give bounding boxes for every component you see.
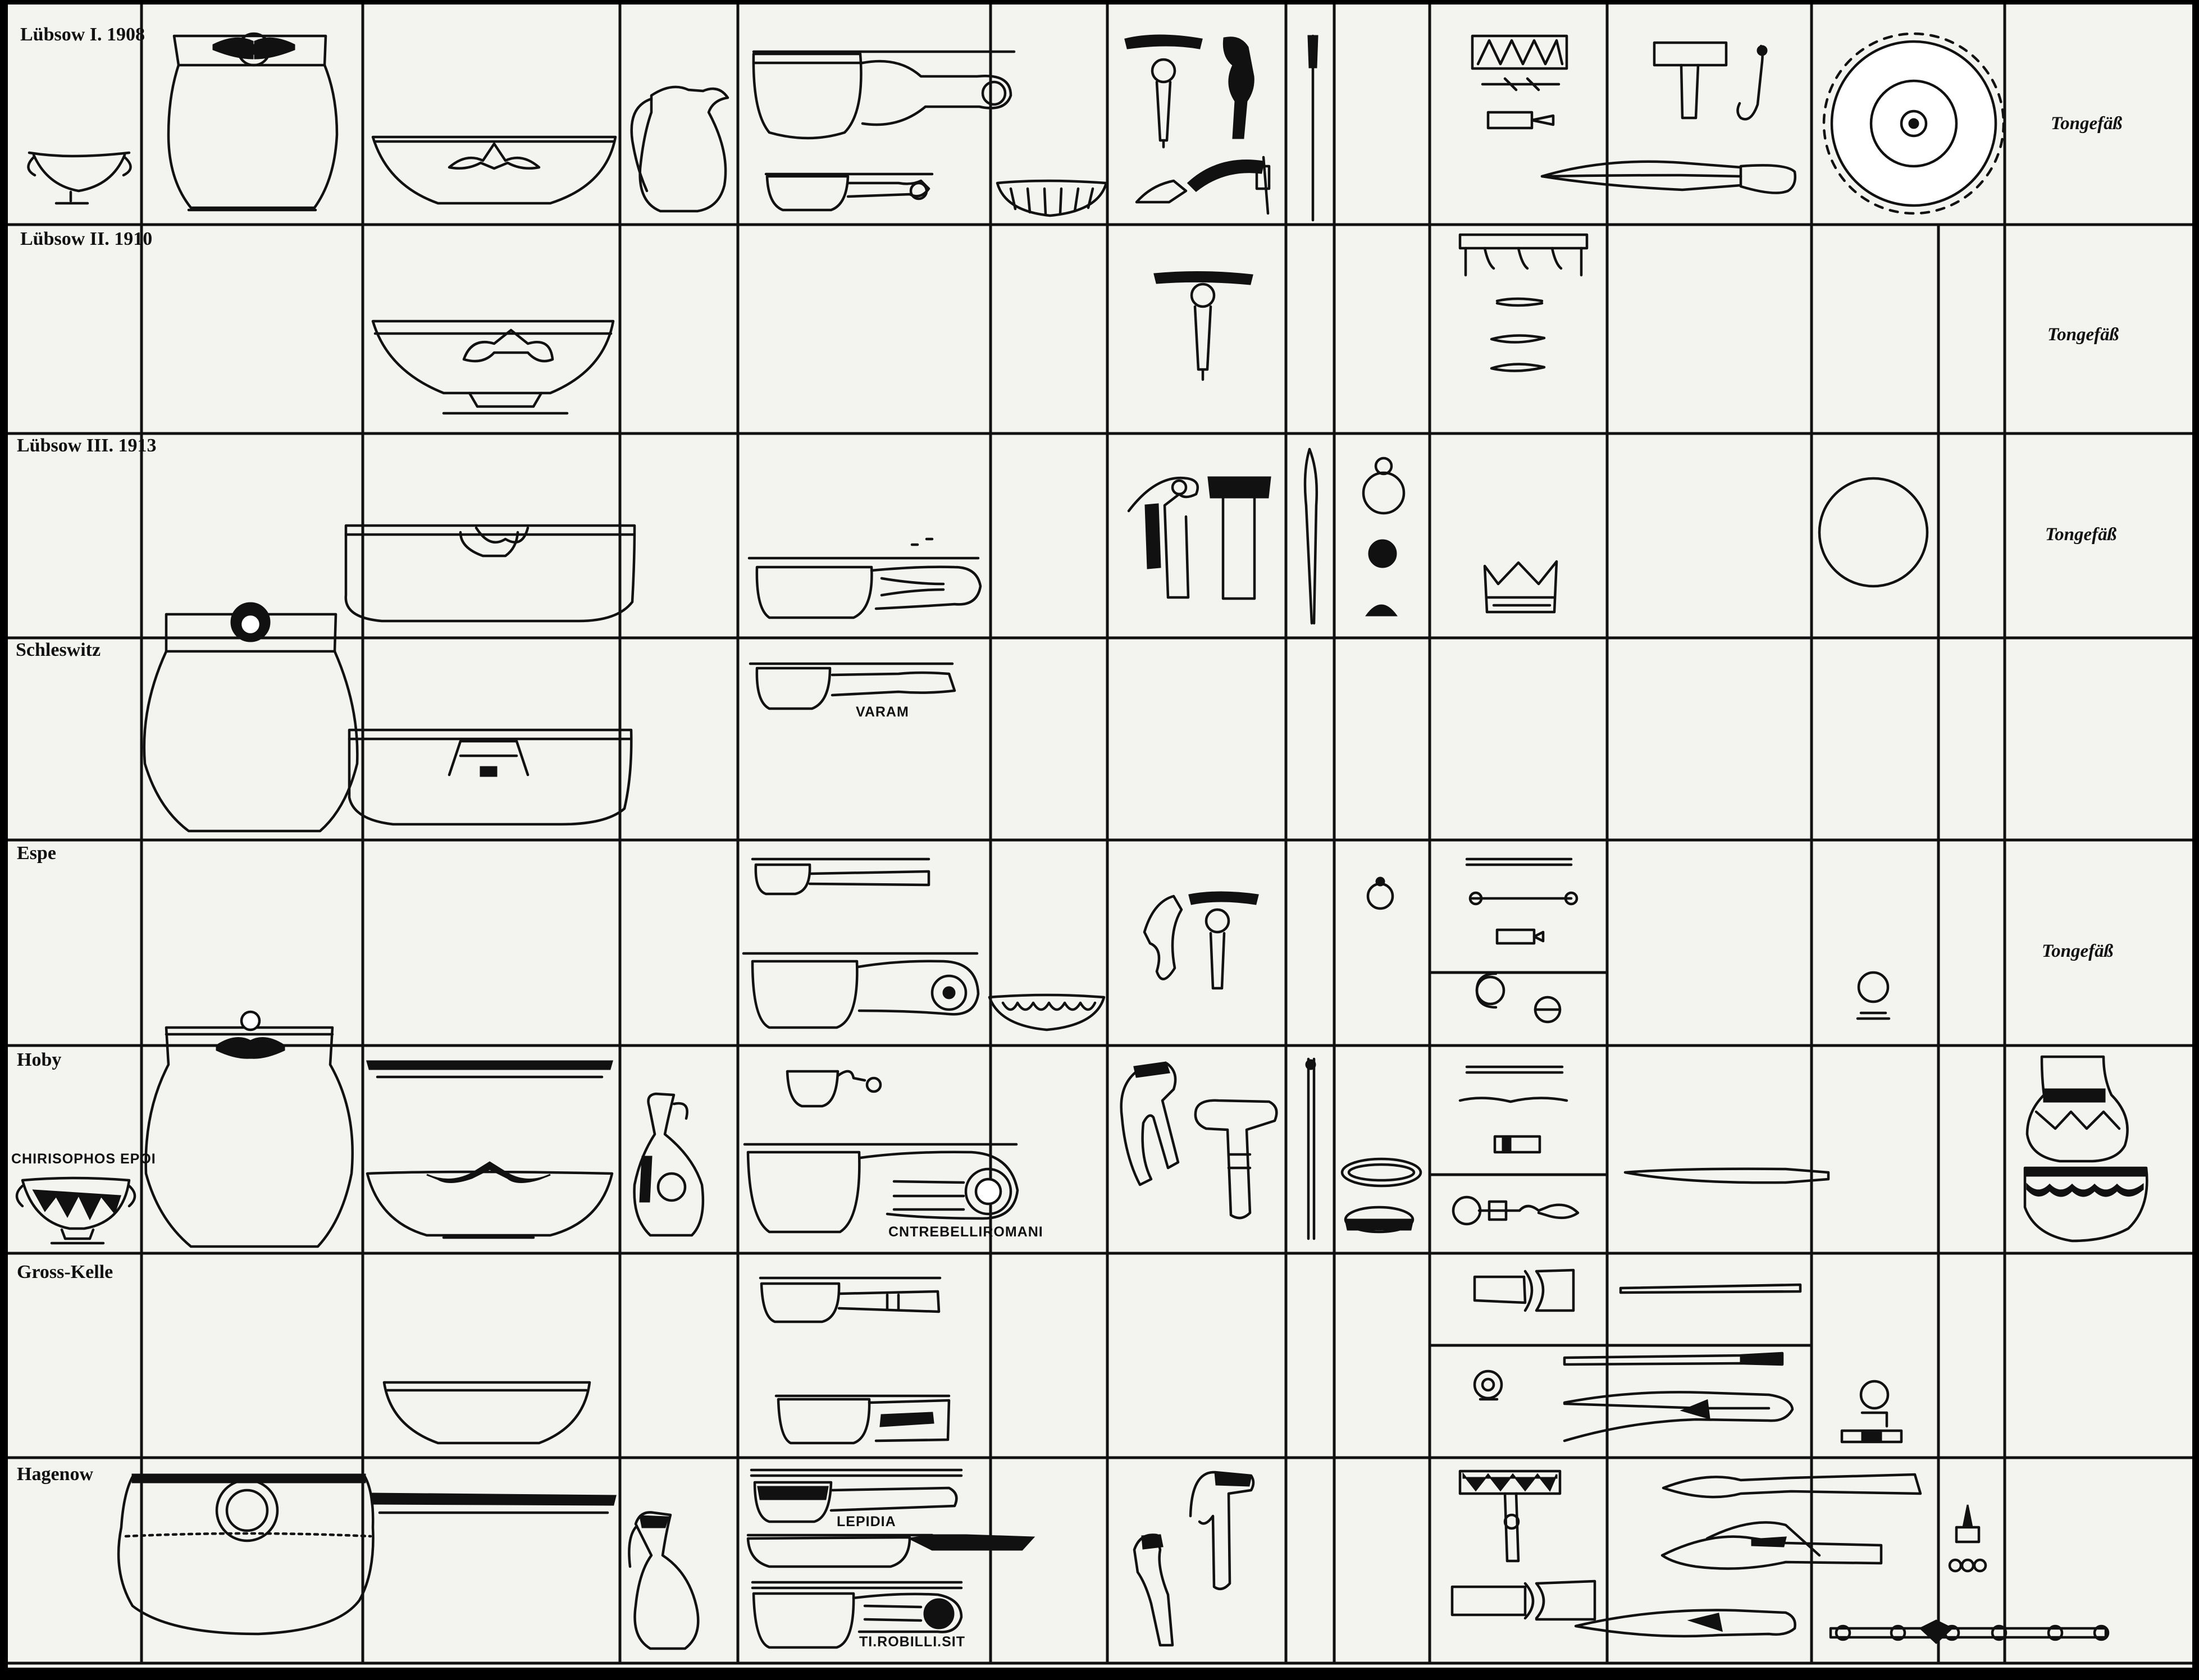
cup-with-handle — [786, 1070, 882, 1108]
inscription-lepidia: LEPIDIA — [837, 1514, 896, 1530]
decorated-cup — [15, 1176, 136, 1245]
chisel-hagenow — [1450, 1579, 1596, 1621]
tongefaess-label-4: Tongefäß — [2042, 941, 2114, 961]
round-disc — [1818, 477, 1929, 588]
row-label-gross-kelle: Gross-Kelle — [17, 1262, 113, 1282]
shallow-bowl — [371, 135, 617, 205]
comb-plate — [1471, 34, 1568, 130]
comb-2 — [1458, 233, 1589, 372]
pottery-jar-2 — [2023, 1166, 2148, 1243]
platter-1 — [366, 1060, 613, 1079]
t-fibula — [1207, 476, 1271, 600]
bucket-2 — [348, 728, 633, 826]
fibula-1 — [1124, 34, 1203, 149]
row-label-luebsow-1: Lübsow I. 1908 — [20, 24, 145, 45]
bowl-gross-kelle — [382, 1381, 591, 1445]
fluted-dish-2 — [988, 993, 1106, 1031]
fibula-5 — [1143, 894, 1183, 980]
tongefaess-label-2: Tongefäß — [2047, 325, 2119, 345]
ring-eye — [1473, 1369, 1503, 1401]
decorated-rod — [1829, 1619, 2110, 1645]
footed-bowl — [371, 319, 615, 415]
saucepan-4 — [742, 952, 980, 1029]
row-label-espe: Espe — [17, 843, 56, 864]
ladle-2 — [759, 1276, 942, 1323]
knife-2 — [1563, 1352, 1784, 1366]
shears-hagenow — [1574, 1609, 1796, 1638]
key-ornament — [1452, 1195, 1580, 1226]
small-bell — [1856, 971, 1891, 1020]
pendant-espe — [1366, 876, 1394, 910]
saucepan-6 — [774, 1394, 951, 1445]
row-label-luebsow-3: Lübsow III. 1913 — [17, 435, 156, 456]
situla-hagenow — [117, 1473, 375, 1636]
fibula-6 — [1188, 891, 1259, 990]
platter-2 — [369, 1492, 617, 1514]
crown-ornament — [1483, 560, 1558, 614]
pottery-jar-1 — [2025, 1055, 2129, 1163]
saucepan-lepidia: LEPIDIA — [750, 1468, 963, 1530]
inscription-cntrebelli: CNTREBELLIROMANI — [888, 1224, 1043, 1240]
pendant-beads — [1362, 456, 1406, 617]
kantharos-cup — [27, 151, 132, 205]
fibula-7 — [1120, 1061, 1180, 1186]
chisel-tool — [1473, 1268, 1575, 1312]
situla-vessel — [167, 32, 339, 212]
spearheads — [1660, 1473, 1922, 1570]
rod-chain-hoby — [1458, 1065, 1568, 1154]
pin-hoby — [1305, 1057, 1316, 1240]
shears-2 — [1563, 1391, 1794, 1442]
spearhead-pin — [1303, 448, 1319, 625]
inscription-chirisophos: CHIRISOPHOS EPOI — [11, 1151, 156, 1167]
t-fibula-2 — [1194, 1099, 1278, 1220]
tongefaess-label-1: Tongefäß — [2051, 113, 2123, 134]
pin-1 — [1307, 34, 1319, 222]
cog-disc — [1822, 32, 2005, 215]
row-label-hoby: Hoby — [17, 1049, 61, 1070]
saucepan-5: CNTREBELLIROMANI — [743, 1143, 1043, 1240]
saucepan-2 — [747, 537, 982, 619]
bowl-hoby — [366, 1161, 614, 1239]
rod-chain — [1465, 857, 1578, 945]
fibula-4 — [1127, 476, 1199, 599]
pendant-hagenow — [1948, 1504, 1987, 1573]
row-label-luebsow-2: Lübsow II. 1910 — [20, 229, 152, 249]
jug-hoby — [633, 1092, 705, 1237]
awl-1 — [1619, 1283, 1802, 1294]
saucepan-with-handle — [746, 1533, 1035, 1568]
knife-blade — [1623, 1167, 1830, 1184]
saucepan-robilli: TI.ROBILLI.SIT — [751, 1581, 965, 1650]
fibula-2 — [1222, 36, 1254, 139]
saucepan-3: VARAM — [749, 662, 956, 720]
tongefaess-label-3: Tongefäß — [2045, 524, 2117, 545]
fluted-dish — [996, 179, 1108, 217]
fibula-3 — [1153, 271, 1253, 381]
inscription-varam: VARAM — [856, 704, 909, 720]
row-labels: Lübsow I. 1908 Lübsow II. 1910 Lübsow II… — [16, 24, 156, 1485]
fibula-8 — [1133, 1533, 1174, 1647]
row-label-schlesswitz: Schleswitz — [16, 640, 101, 660]
small-weight — [1840, 1380, 1903, 1444]
cauldron-bucket — [344, 524, 636, 623]
rings-hoby — [1340, 1157, 1422, 1234]
shears-1 — [1540, 160, 1796, 194]
fibula-9 — [1189, 1471, 1255, 1591]
handled-jug — [630, 85, 729, 213]
hammer-tool — [1653, 41, 1728, 120]
situla-with-mask — [143, 602, 359, 833]
paper-sheet — [8, 4, 2192, 1668]
row-label-hagenow: Hagenow — [17, 1464, 93, 1485]
inscription-robilli: TI.ROBILLI.SIT — [859, 1634, 965, 1650]
saucepan-1 — [752, 50, 1016, 140]
table-grid — [8, 4, 2192, 1665]
small-saucepan — [764, 172, 934, 212]
comb-hagenow — [1458, 1469, 1562, 1563]
situla-hoby — [144, 1010, 354, 1248]
jug-hagenow — [628, 1511, 700, 1650]
buckles — [1475, 972, 1562, 1024]
spoon-ladle — [751, 857, 930, 896]
crossbow-fibula — [1135, 156, 1271, 215]
hook-tool — [1736, 44, 1768, 121]
